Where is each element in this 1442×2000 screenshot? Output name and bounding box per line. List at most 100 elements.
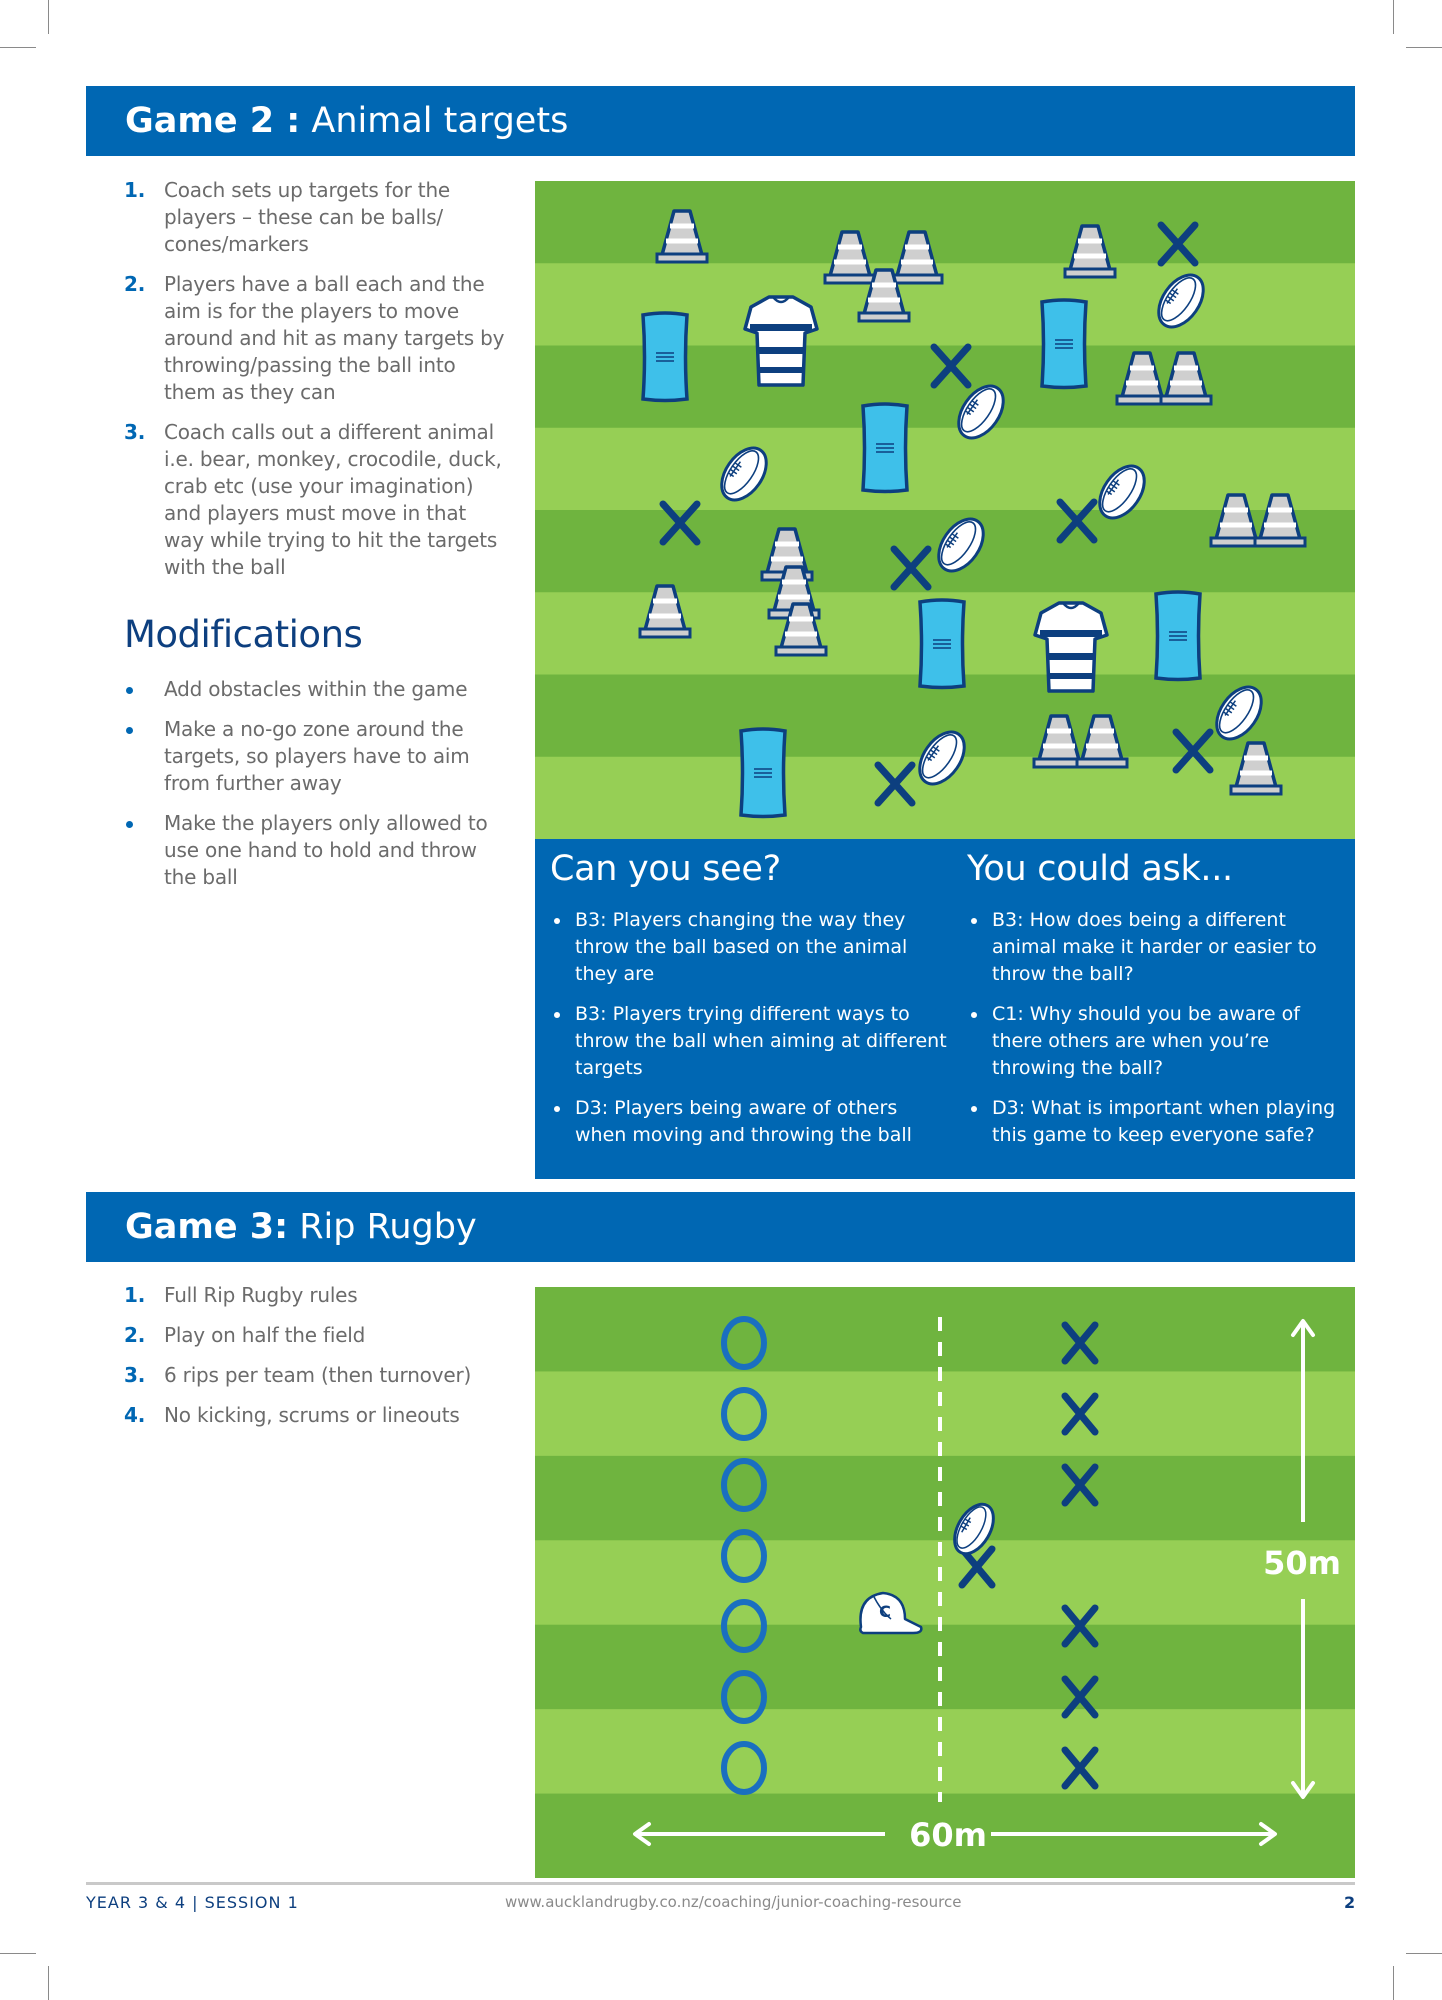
step-text: 6 rips per team (then turnover): [164, 1363, 472, 1387]
step-number: 2.: [124, 272, 146, 296]
team-o-player-icon: [721, 1316, 767, 1370]
step-text: No kicking, scrums or lineouts: [164, 1403, 460, 1427]
modification-item: Add obstacles within the game: [110, 676, 510, 703]
question-text: D3: What is important when playing this …: [992, 1097, 1336, 1146]
animal-targets-field-diagram: [535, 181, 1355, 839]
page-number: 2: [1344, 1893, 1356, 1912]
team-x-player-icon: [1061, 1463, 1099, 1507]
team-o-player-icon: [721, 1599, 767, 1653]
modification-item: Make the players only allowed to use one…: [110, 810, 510, 891]
question-text: C1: Why should you be aware of there oth…: [992, 1003, 1300, 1079]
modifications-heading: Modifications: [124, 613, 363, 656]
crop-mark: [0, 1953, 36, 1954]
prompt-text: B3: Players changing the way they throw …: [575, 909, 908, 985]
bullet-icon: [554, 918, 560, 924]
game3-step: 3. 6 rips per team (then turnover): [110, 1362, 510, 1389]
footer-separator: |: [192, 1893, 199, 1912]
team-x-player-icon: [1061, 1675, 1099, 1719]
crop-mark: [1393, 0, 1394, 34]
game3-header: Game 3: Rip Rugby: [86, 1192, 1355, 1262]
bullet-icon: [971, 918, 977, 924]
game2-title-name: Animal targets: [300, 101, 569, 141]
team-o-player-icon: [721, 1741, 767, 1795]
team-x-player-icon: [1061, 1321, 1099, 1365]
grass-stripe-light: [535, 427, 1355, 511]
crop-mark: [48, 1966, 49, 2000]
crop-mark: [1406, 1953, 1442, 1954]
game3-title-number: Game 3:: [125, 1207, 289, 1247]
grass-stripe-light: [535, 1540, 1355, 1626]
tackle-bag-icon: [918, 598, 966, 690]
crop-mark: [0, 47, 36, 48]
you-could-ask-item: D3: What is important when playing this …: [967, 1095, 1352, 1149]
team-x-player-icon: [1061, 1392, 1099, 1436]
step-number: 2.: [124, 1323, 146, 1347]
team-x-player-icon: [1061, 1746, 1099, 1790]
you-could-ask-item: C1: Why should you be aware of there oth…: [967, 1001, 1352, 1082]
coaching-prompts-box: Can you see? B3: Players changing the wa…: [535, 839, 1355, 1179]
step-text: Coach sets up targets for the players – …: [164, 178, 451, 256]
bullet-icon: [126, 821, 133, 828]
can-you-see-item: B3: Players trying different ways to thr…: [550, 1001, 950, 1082]
grass-stripe-dark: [535, 1624, 1355, 1710]
game2-step: 2. Players have a ball each and the aim i…: [110, 271, 510, 406]
modifications-list: Add obstacles within the game Make a no-…: [110, 676, 510, 904]
team-x-player-icon: [1061, 1604, 1099, 1648]
footer-divider: [86, 1882, 1355, 1885]
grass-stripe-dark: [535, 181, 1355, 264]
width-label: 60m: [909, 1816, 987, 1854]
game3-step: 2. Play on half the field: [110, 1322, 510, 1349]
team-o-player-icon: [721, 1387, 767, 1441]
bullet-icon: [971, 1106, 977, 1112]
you-could-ask-heading: You could ask...: [967, 849, 1233, 889]
game3-steps: 1. Full Rip Rugby rules 2. Play on half th…: [110, 1282, 510, 1442]
footer-session-label: YEAR 3 & 4 | SESSION 1: [86, 1893, 299, 1912]
bullet-icon: [554, 1012, 560, 1018]
footer-session: SESSION 1: [204, 1893, 299, 1912]
prompt-text: B3: Players trying different ways to thr…: [575, 1003, 947, 1079]
game2-step: 3. Coach calls out a different animal i.e…: [110, 419, 510, 581]
team-o-player-icon: [721, 1529, 767, 1583]
bullet-icon: [554, 1106, 560, 1112]
bullet-icon: [126, 727, 133, 734]
question-text: B3: How does being a different animal ma…: [992, 909, 1317, 985]
can-you-see-item: D3: Players being aware of others when m…: [550, 1095, 950, 1149]
crop-mark: [1393, 1966, 1394, 2000]
can-you-see-column: Can you see? B3: Players changing the wa…: [550, 839, 950, 1162]
step-text: Players have a ball each and the aim is …: [164, 272, 505, 404]
can-you-see-heading: Can you see?: [550, 849, 781, 889]
grass-stripes: [535, 1287, 1355, 1878]
footer-url[interactable]: www.aucklandrugby.co.nz/coaching/junior-…: [505, 1893, 962, 1911]
bullet-icon: [971, 1012, 977, 1018]
height-dimension-arrow: 50m: [1263, 1319, 1341, 1799]
tackle-bag-icon: [861, 402, 909, 494]
tackle-bag-icon: [1154, 590, 1202, 682]
game3-title-name: Rip Rugby: [288, 1207, 477, 1247]
can-you-see-item: B3: Players changing the way they throw …: [550, 907, 950, 988]
footer-year: YEAR 3 & 4: [86, 1893, 187, 1912]
tackle-bag-icon: [1040, 298, 1088, 390]
grass-stripe-dark: [535, 1455, 1355, 1541]
coach-cap-icon: C: [859, 1591, 923, 1635]
game2-step: 1.Coach sets up targets for the players …: [110, 177, 510, 258]
team-o-player-icon: [721, 1458, 767, 1512]
game2-steps: 1.Coach sets up targets for the players …: [110, 177, 510, 594]
width-dimension-arrow: 60m: [633, 1816, 1277, 1854]
step-text: Play on half the field: [164, 1323, 366, 1347]
modification-item: Make a no-go zone around the targets, so…: [110, 716, 510, 797]
step-text: Coach calls out a different animal i.e. …: [164, 420, 502, 579]
step-number: 1.: [124, 1283, 146, 1307]
modification-text: Add obstacles within the game: [164, 677, 468, 701]
modification-text: Make a no-go zone around the targets, so…: [164, 717, 470, 795]
game3-step: 4. No kicking, scrums or lineouts: [110, 1402, 510, 1429]
modification-text: Make the players only allowed to use one…: [164, 811, 488, 889]
step-number: 3.: [124, 420, 146, 444]
step-text: Full Rip Rugby rules: [164, 1283, 358, 1307]
step-number: 4.: [124, 1403, 146, 1427]
you-could-ask-item: B3: How does being a different animal ma…: [967, 907, 1352, 988]
grass-stripe-light: [535, 1371, 1355, 1457]
game2-title-number: Game 2 :: [125, 101, 301, 141]
grass-stripe-dark: [535, 1287, 1355, 1372]
step-number: 3.: [124, 1363, 146, 1387]
bullet-icon: [126, 687, 133, 694]
